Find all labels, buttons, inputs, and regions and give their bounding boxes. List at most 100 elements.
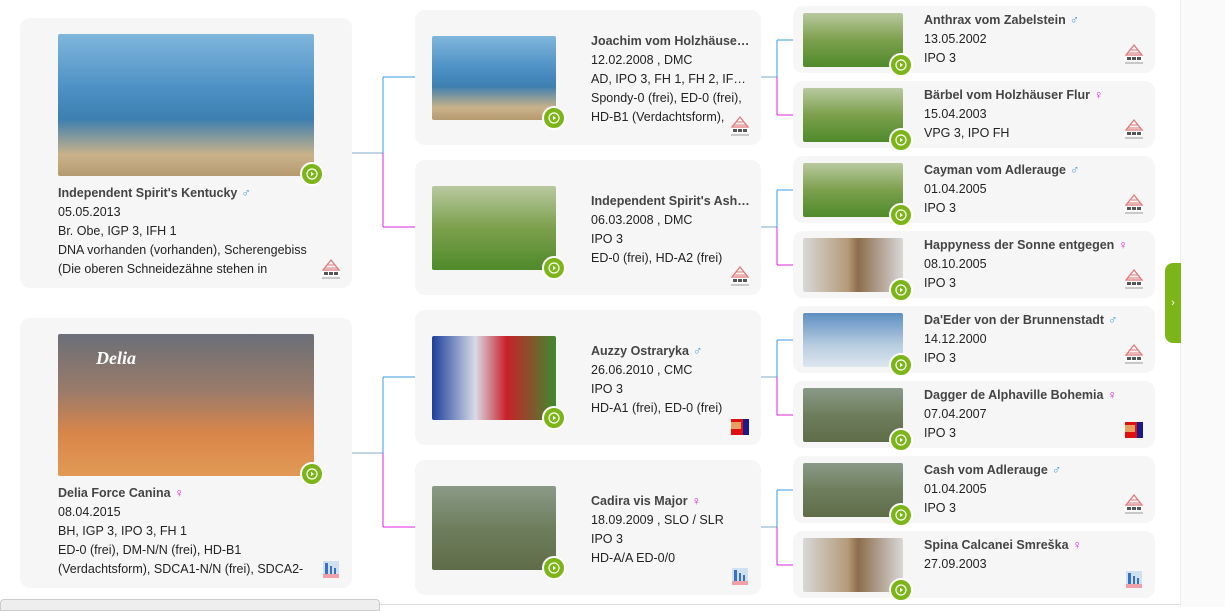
play-video-button[interactable] <box>542 556 566 580</box>
dog-name[interactable]: Cayman vom Adlerauge♂ <box>924 161 1144 180</box>
cmku-club-logo-icon <box>729 415 751 437</box>
dog-name-text[interactable]: Anthrax vom Zabelstein <box>924 13 1066 27</box>
dog-detail-line: ED-0 (frei), DM-N/N (frei), HD-B1 (Verda… <box>58 543 304 576</box>
dog-photo[interactable] <box>432 186 556 270</box>
dog-name[interactable]: Joachim vom Holzhäuse… <box>591 32 750 51</box>
dog-detail-line: IPO 3 <box>924 51 956 65</box>
dog-photo[interactable] <box>803 163 903 217</box>
dog-name-text[interactable]: Cash vom Adlerauge <box>924 463 1048 477</box>
dog-name[interactable]: Independent Spirit's Kentucky♂ <box>58 184 313 203</box>
dog-name-text[interactable]: Cadira vis Major <box>591 494 688 508</box>
dog-name-text[interactable]: Delia Force Canina <box>58 486 171 500</box>
dog-photo[interactable] <box>803 313 903 367</box>
dog-detail-line: IPO 3 <box>591 382 623 396</box>
dog-name[interactable]: Happyness der Sonne entgegen♀ <box>924 236 1144 255</box>
dog-name[interactable]: Independent Spirit's Ash… <box>591 192 750 211</box>
dog-detail-line: 07.04.2007 <box>924 407 987 421</box>
dog-card[interactable]: Independent Spirit's Kentucky♂05.05.2013… <box>20 18 352 288</box>
play-video-button[interactable] <box>889 128 913 152</box>
play-video-button[interactable] <box>542 106 566 130</box>
dog-photo[interactable] <box>432 486 556 570</box>
dog-photo[interactable] <box>58 34 314 176</box>
dog-name-text[interactable]: Happyness der Sonne entgegen <box>924 238 1115 252</box>
dog-name-text[interactable]: Spina Calcanei Smreška <box>924 538 1069 552</box>
dog-name-text[interactable]: Independent Spirit's Ash… <box>591 194 750 208</box>
play-video-button[interactable] <box>300 162 324 186</box>
dog-name-text[interactable]: Da'Eder von der Brunnenstadt <box>924 313 1105 327</box>
dog-card[interactable]: Independent Spirit's Ash…06.03.2008 , DM… <box>415 160 761 295</box>
dog-name[interactable]: Spina Calcanei Smreška♀ <box>924 536 1144 555</box>
female-icon: ♀ <box>174 486 184 500</box>
vdh-club-logo-icon <box>729 265 751 287</box>
dog-name[interactable]: Delia Force Canina♀ <box>58 484 313 503</box>
dog-photo[interactable] <box>803 388 903 442</box>
dog-photo[interactable] <box>803 88 903 142</box>
dog-photo[interactable] <box>803 238 903 292</box>
vdh-club-logo-icon <box>1123 43 1145 65</box>
dog-detail-line: 13.05.2002 <box>924 32 987 46</box>
play-video-button[interactable] <box>889 578 913 602</box>
play-icon <box>548 412 560 424</box>
dog-detail-line: IPO 3 <box>591 532 623 546</box>
play-video-button[interactable] <box>300 462 324 486</box>
dog-name[interactable]: Anthrax vom Zabelstein♂ <box>924 11 1144 30</box>
dog-detail-line: HD-A1 (frei), ED-0 (frei) <box>591 401 723 415</box>
dog-name[interactable]: Cash vom Adlerauge♂ <box>924 461 1144 480</box>
play-video-button[interactable] <box>542 256 566 280</box>
dog-photo[interactable] <box>432 336 556 420</box>
play-icon <box>895 434 907 446</box>
dog-name[interactable]: Bärbel vom Holzhäuser Flur♀ <box>924 86 1144 105</box>
play-icon <box>895 209 907 221</box>
dog-name[interactable]: Da'Eder von der Brunnenstadt♂ <box>924 311 1144 330</box>
dog-name[interactable]: Dagger de Alphaville Bohemia♀ <box>924 386 1144 405</box>
dog-photo[interactable] <box>803 538 903 592</box>
dog-name[interactable]: Auzzy Ostraryka♂ <box>591 342 746 361</box>
dog-card[interactable]: Spina Calcanei Smreška♀ 27.09.2003 <box>793 531 1155 602</box>
play-video-button[interactable] <box>889 53 913 77</box>
play-video-button[interactable] <box>889 503 913 527</box>
photo-caption: Delia <box>96 348 136 368</box>
dog-name-text[interactable]: Joachim vom Holzhäuse… <box>591 34 750 48</box>
dog-name-text[interactable]: Bärbel vom Holzhäuser Flur <box>924 88 1091 102</box>
play-video-button[interactable] <box>889 203 913 227</box>
dog-detail-line: Br. Obe, IGP 3, IFH 1 <box>58 224 177 238</box>
dog-detail-line: 27.09.2003 <box>924 557 987 571</box>
dog-name[interactable]: Cadira vis Major♀ <box>591 492 746 511</box>
kzs-club-logo-icon <box>320 558 342 580</box>
dog-name-text[interactable]: Independent Spirit's Kentucky <box>58 186 238 200</box>
dog-name-text[interactable]: Cayman vom Adlerauge <box>924 163 1066 177</box>
dog-detail-line: 14.12.2000 <box>924 332 987 346</box>
dog-photo[interactable] <box>803 13 903 67</box>
dog-detail-line: 08.10.2005 <box>924 257 987 271</box>
play-video-button[interactable] <box>889 428 913 452</box>
play-icon <box>306 468 318 480</box>
dog-name-text[interactable]: Dagger de Alphaville Bohemia <box>924 388 1104 402</box>
play-video-button[interactable] <box>542 406 566 430</box>
dog-photo[interactable] <box>803 463 903 517</box>
side-panel-toggle[interactable]: › <box>1165 263 1181 343</box>
play-video-button[interactable] <box>889 353 913 377</box>
dog-name-text[interactable]: Auzzy Ostraryka <box>591 344 689 358</box>
play-video-button[interactable] <box>889 278 913 302</box>
dog-detail-line: IPO 3 <box>924 276 956 290</box>
play-icon <box>895 509 907 521</box>
dog-photo[interactable] <box>432 36 556 120</box>
vdh-club-logo-icon <box>1123 268 1145 290</box>
dog-photo[interactable]: Delia <box>58 334 314 476</box>
female-icon: ♀ <box>1118 238 1128 252</box>
